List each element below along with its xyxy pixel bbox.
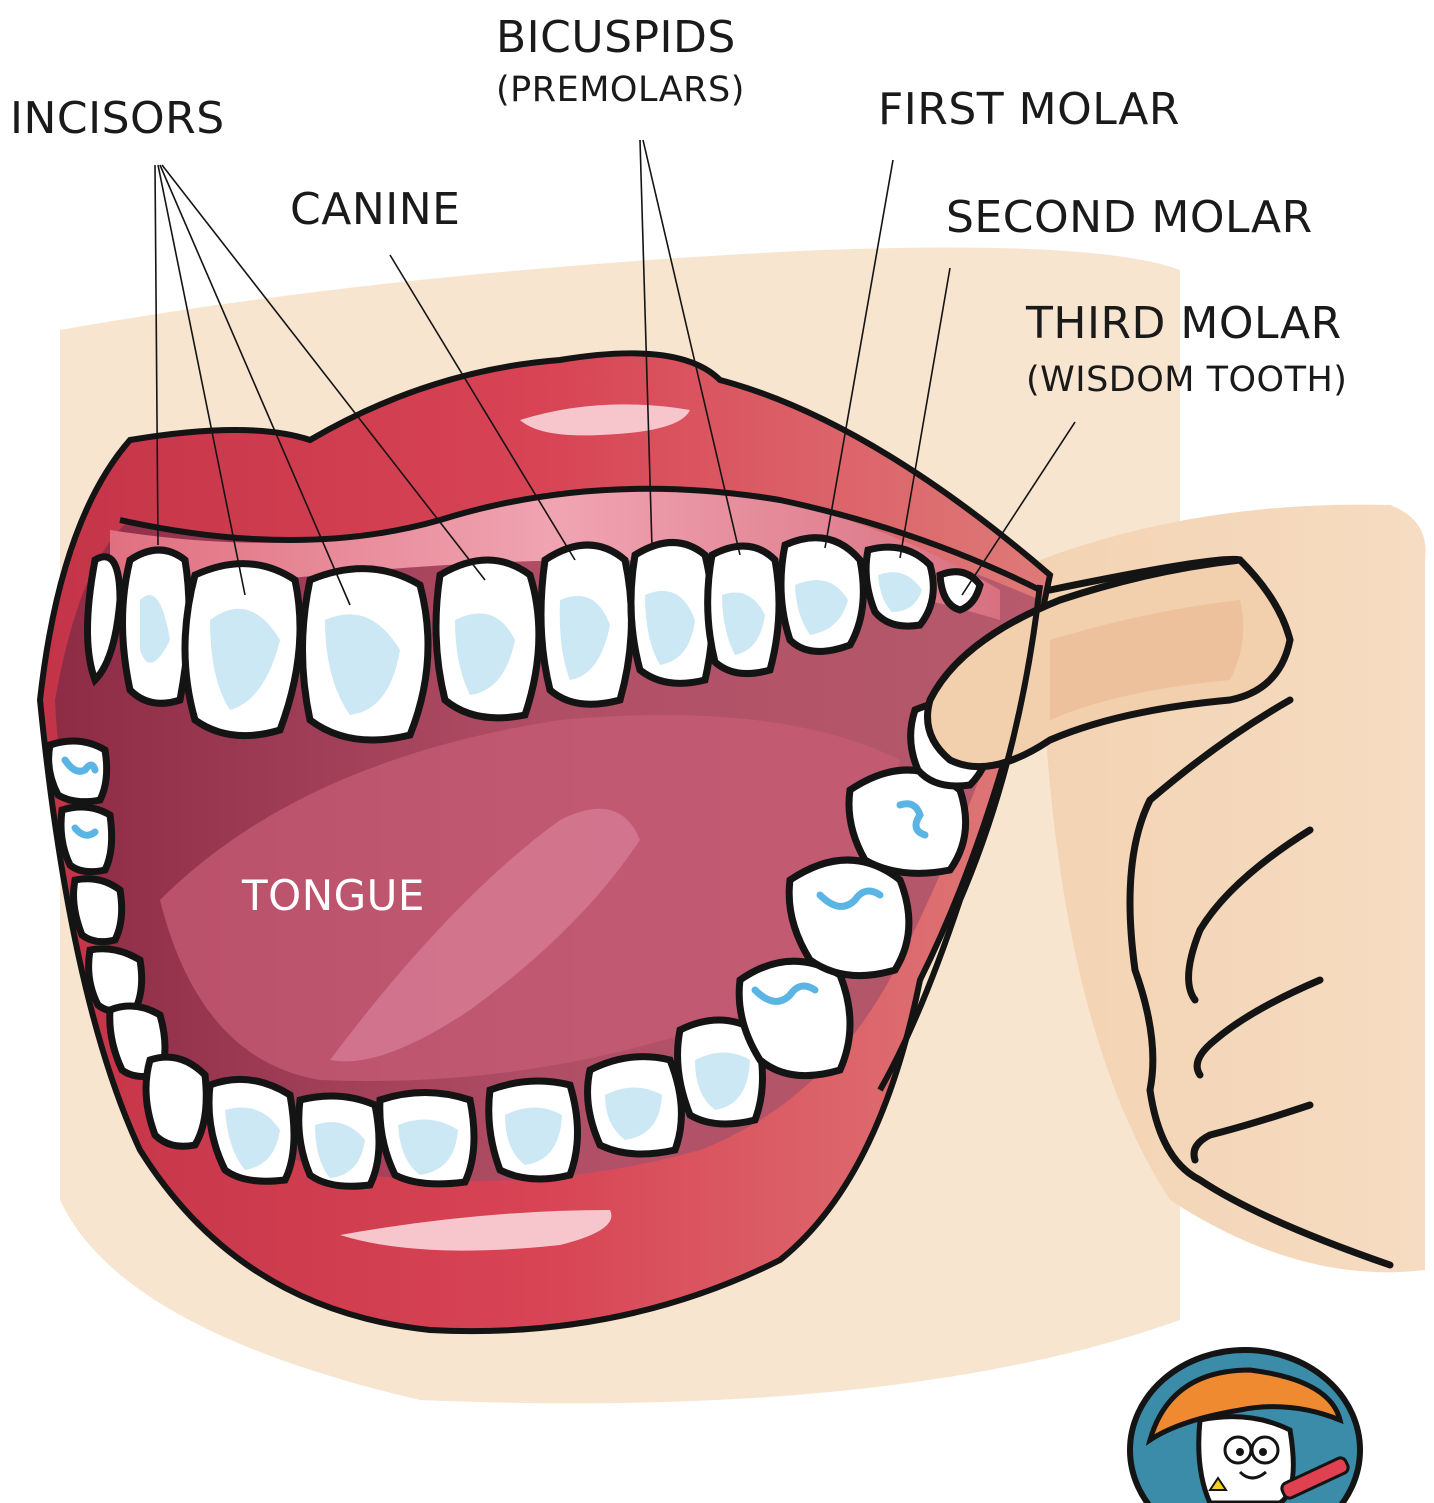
label-bicuspids-sub: (PREMOLARS) xyxy=(496,70,745,110)
tooth-lower-left-3 xyxy=(74,879,122,942)
tooth-lower-right-2 xyxy=(739,961,850,1075)
mascot-tooth-icon xyxy=(1130,1350,1360,1503)
label-first-molar: FIRST MOLAR xyxy=(878,86,1180,134)
tooth-lower-left-2 xyxy=(61,807,112,872)
label-canine: CANINE xyxy=(290,186,460,234)
label-third-molar-sub: (WISDOM TOOTH) xyxy=(1026,360,1347,400)
label-second-molar: SECOND MOLAR xyxy=(946,194,1313,242)
label-incisors: INCISORS xyxy=(10,95,225,143)
tooth-lower-left-4 xyxy=(89,949,142,1012)
label-third-molar: THIRD MOLAR xyxy=(1026,300,1342,348)
label-tongue: TONGUE xyxy=(242,872,425,920)
label-bicuspids: BICUSPIDS xyxy=(496,14,736,62)
tooth-lower-front-1 xyxy=(146,1057,206,1146)
tooth-lower-right-3 xyxy=(789,860,909,976)
